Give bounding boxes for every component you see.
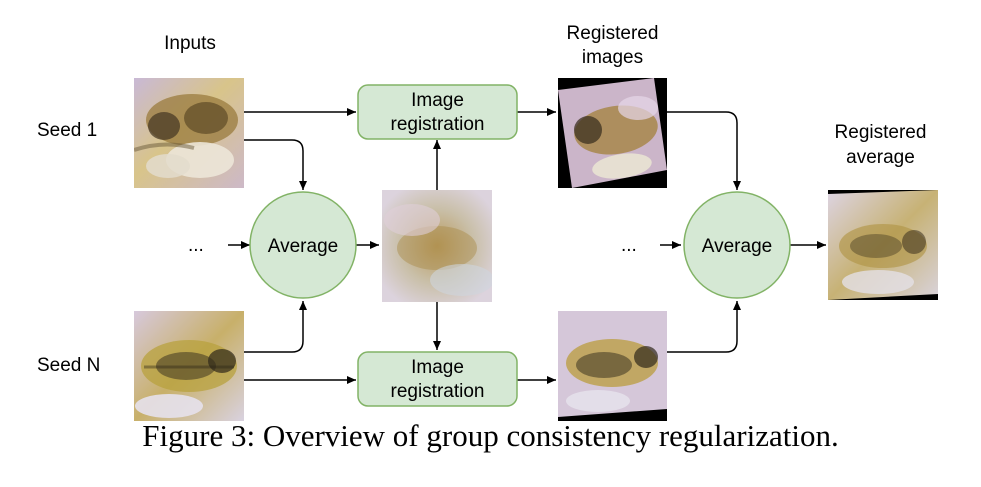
- seed-1-label: Seed 1: [37, 120, 98, 141]
- registration-top-line1: Image: [411, 90, 464, 111]
- input-image-seed-1: [134, 78, 244, 188]
- registration-box-top: Image registration: [357, 84, 518, 140]
- registered-average-image: [828, 190, 938, 300]
- inputs-label: Inputs: [164, 33, 216, 54]
- arrow-input1-to-average-left: [244, 139, 307, 190]
- average-left-label: Average: [268, 236, 338, 257]
- average-node-right: Average: [683, 191, 791, 299]
- seed-n-label: Seed N: [37, 355, 101, 376]
- ellipsis-right: ...: [621, 235, 637, 256]
- registered-image-seed-1: [558, 78, 667, 188]
- registration-bottom-line2: registration: [391, 381, 485, 402]
- registered-average-label-line2: average: [846, 147, 915, 168]
- registration-box-bottom: Image registration: [357, 351, 518, 407]
- arrow-registeredn-to-average-right: [667, 301, 741, 353]
- blurry-average-image: [382, 190, 492, 302]
- registration-top-line2: registration: [391, 114, 485, 135]
- registration-bottom-line1: Image: [411, 357, 464, 378]
- registered-image-seed-n: [558, 311, 667, 421]
- figure-caption: Figure 3: Overview of group consistency …: [142, 418, 839, 453]
- average-node-left: Average: [249, 191, 357, 299]
- input-image-seed-n: [134, 311, 244, 421]
- arrow-inputn-to-average-left: [244, 301, 307, 353]
- registered-images-label-line1: Registered: [566, 23, 659, 44]
- registered-images-label-line2: images: [581, 47, 644, 68]
- arrow-registered1-to-average-right: [667, 111, 741, 190]
- average-right-label: Average: [702, 236, 772, 257]
- registered-average-label-line1: Registered: [834, 122, 927, 143]
- ellipsis-left: ...: [188, 235, 204, 256]
